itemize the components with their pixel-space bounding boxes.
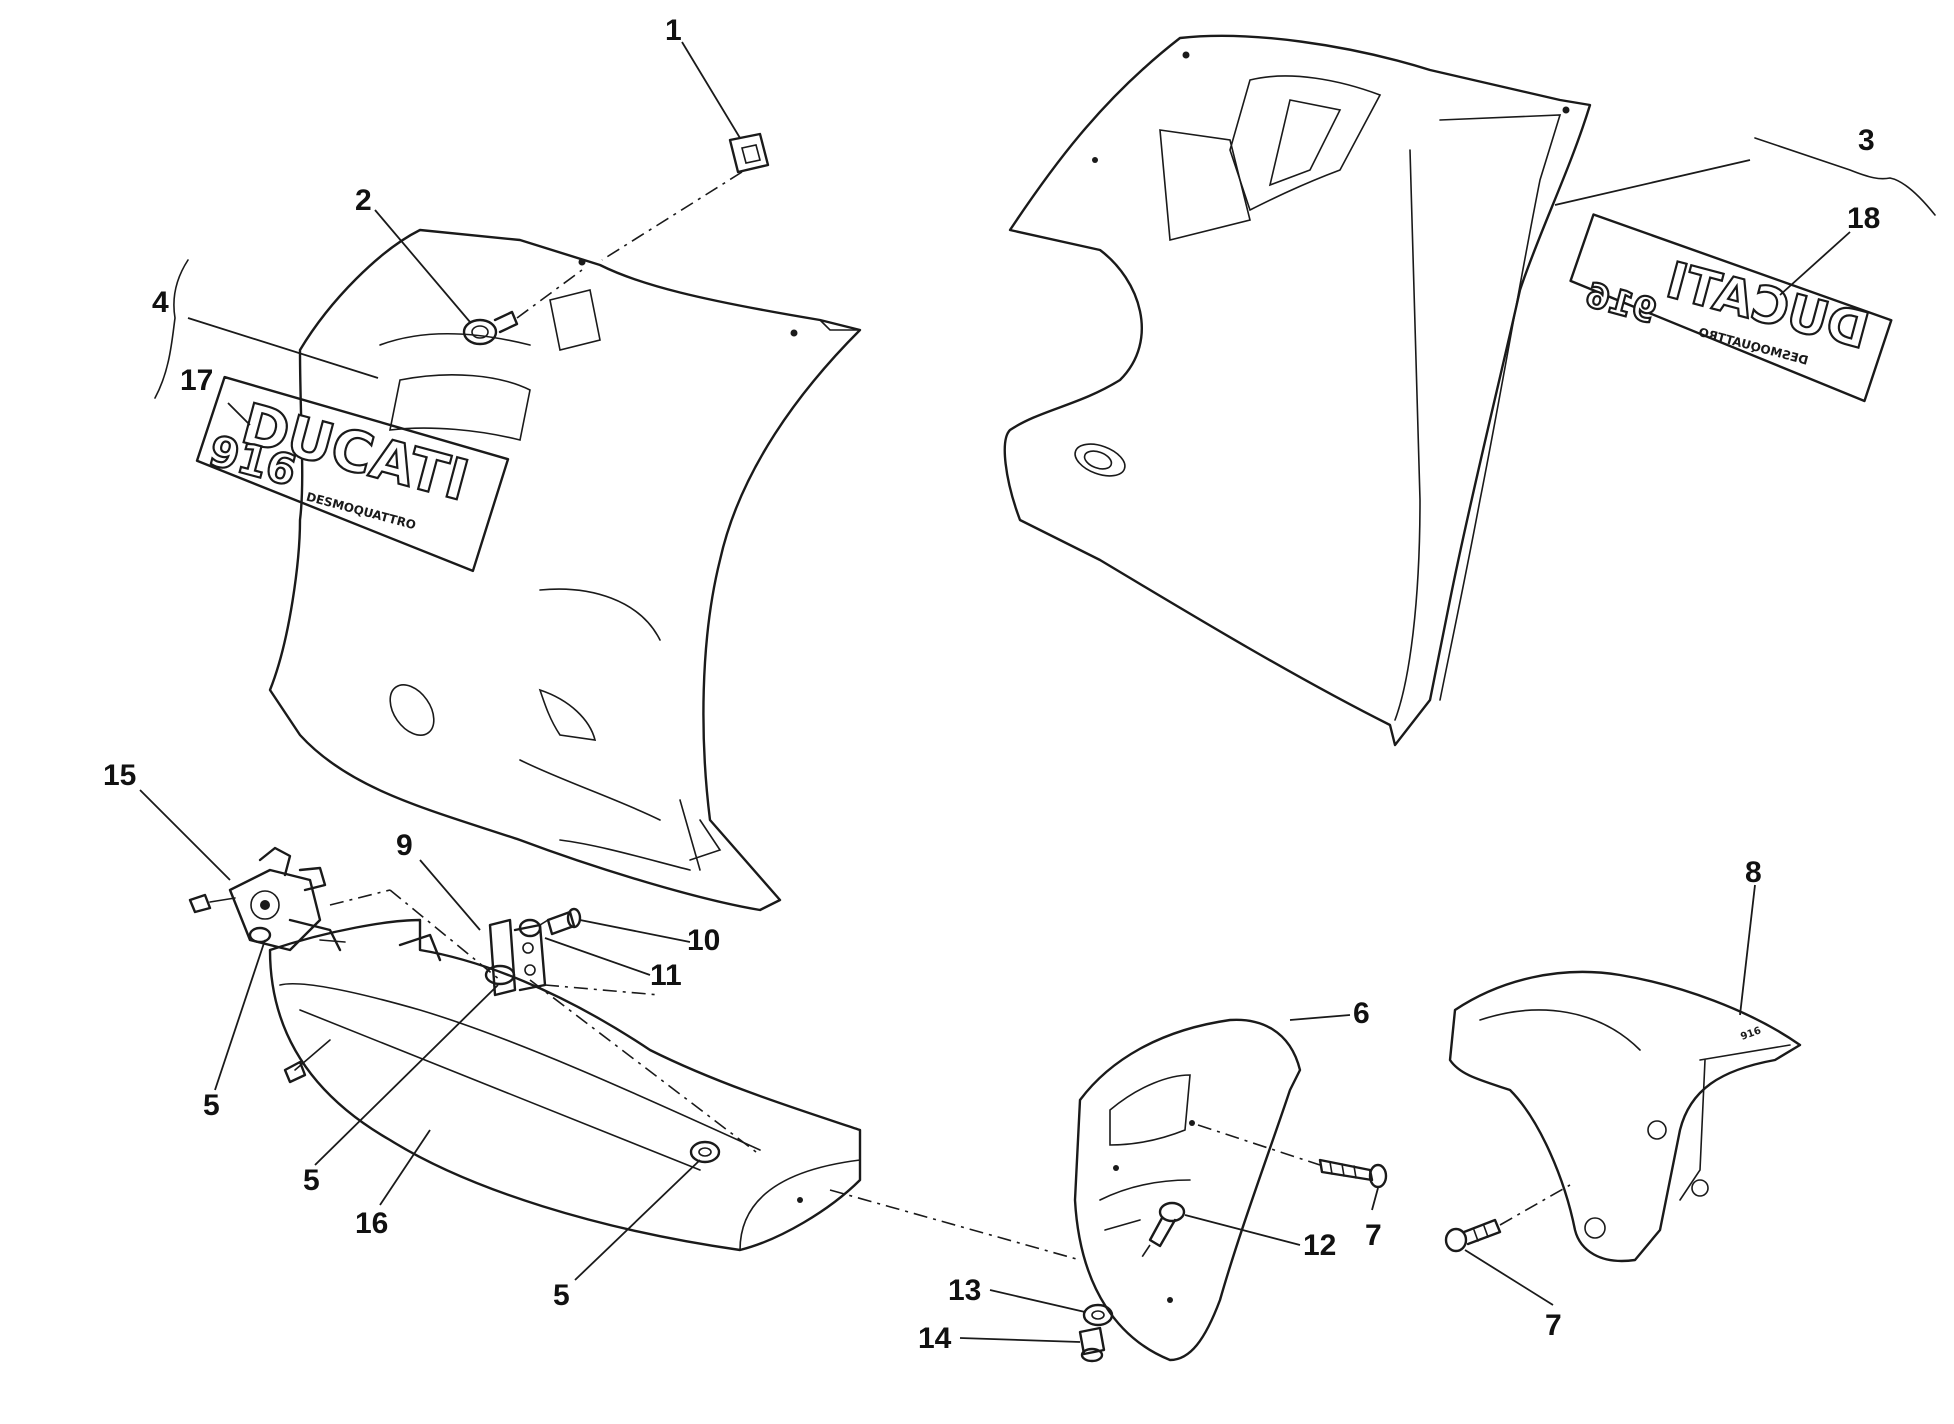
bracket-part-9: [488, 918, 547, 997]
callout-4: 4: [152, 286, 169, 319]
leader-lines: [139, 41, 1851, 1343]
washer-part-11: [518, 918, 542, 938]
mudguard-part-8: 916: [1448, 970, 1802, 1263]
small-screw-left: [283, 1039, 331, 1084]
callout-2: 2: [355, 184, 372, 217]
callout-12: 12: [1303, 1229, 1336, 1262]
bushing-part-14: [1078, 1326, 1106, 1363]
callout-3: 3: [1858, 124, 1875, 157]
spacer-part-13: [1082, 1303, 1114, 1327]
callout-numbers: 1 2 3 4 5 5 5 6 7 7 8 9 10 11 12 13 14 1…: [103, 14, 1880, 1355]
callout-18: 18: [1847, 202, 1880, 235]
right-decal-model: 916: [1581, 275, 1660, 332]
bracket-assembly-part-15: [188, 846, 346, 952]
callout-5-a: 5: [203, 1089, 220, 1122]
grommet-part-5-a: [484, 964, 516, 986]
grommet-screw-part-2: [462, 269, 583, 346]
callout-6: 6: [1353, 997, 1370, 1030]
right-fairing-panel: [1003, 34, 1592, 747]
lower-belly-pan: [268, 918, 862, 1252]
screw-part-7-a: [1318, 1158, 1388, 1189]
callout-8: 8: [1745, 856, 1762, 889]
mudguard-label: 916: [1739, 1025, 1762, 1042]
callout-9: 9: [396, 829, 413, 862]
callout-15: 15: [103, 759, 136, 792]
screw-part-7-b: [1444, 1218, 1502, 1253]
bolt-part-10: [546, 907, 582, 936]
left-fairing-panel: [268, 228, 862, 912]
callout-5-b: 5: [303, 1164, 320, 1197]
callout-7-b: 7: [1545, 1309, 1562, 1342]
callout-11: 11: [650, 959, 682, 992]
callout-17: 17: [180, 364, 213, 397]
callout-10: 10: [687, 924, 720, 957]
bushing-part-12: [1139, 1201, 1186, 1261]
callout-5-c: 5: [553, 1279, 570, 1312]
callout-1: 1: [665, 14, 682, 47]
grommet-part-5-c: [248, 926, 272, 944]
callout-14: 14: [918, 1322, 952, 1355]
right-ducati-decal: DUCATI 916 DESMOQUATTRO: [1569, 213, 1893, 403]
side-panel-part-6: [1073, 1018, 1302, 1362]
callout-7-a: 7: [1365, 1219, 1382, 1252]
clip-nut-part-1: [728, 132, 770, 174]
left-ducati-decal: DUCATI 916 DESMOQUATTRO: [195, 375, 510, 573]
callout-13: 13: [948, 1274, 981, 1307]
grommet-part-5-b: [689, 1140, 721, 1164]
callout-16: 16: [355, 1207, 388, 1240]
